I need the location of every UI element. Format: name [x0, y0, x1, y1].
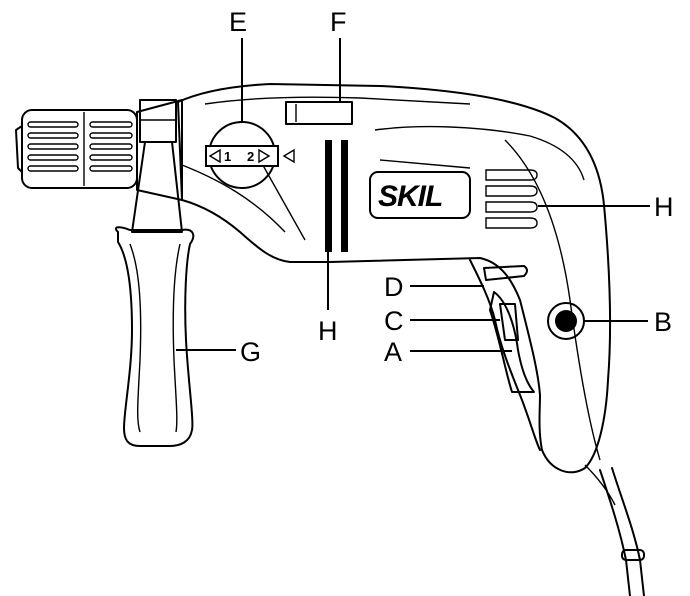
auxiliary-handle: [114, 99, 195, 447]
callout-d: D: [384, 272, 404, 302]
callout-b: B: [654, 307, 672, 337]
callout-g: G: [240, 337, 261, 367]
callout-h-front: H: [318, 316, 338, 346]
callout-a: A: [384, 337, 402, 367]
callout-h-side: H: [654, 192, 674, 222]
top-slot: [285, 101, 353, 125]
dial-mode-1: 1: [224, 149, 231, 164]
keyless-chuck: [15, 109, 138, 189]
dial-arrow-right-icon: [258, 148, 271, 164]
dial-pointer-icon: [282, 148, 295, 164]
gear-selector-dial: 1 2: [205, 121, 295, 189]
brand-plate: SKIL: [369, 171, 471, 219]
ventilation-slots-side: [485, 169, 538, 229]
dial-arrow-left-icon: [208, 148, 221, 164]
dial-mode-2: 2: [247, 149, 254, 164]
power-cord: [599, 467, 645, 596]
callout-e: E: [229, 7, 247, 37]
drill-housing: [136, 83, 616, 506]
brand-logo: SKIL: [378, 180, 442, 213]
ventilation-slots-front: [325, 140, 348, 252]
trigger-assembly: [469, 259, 585, 451]
callout-f: F: [330, 7, 347, 37]
callout-labels: E F H B D C A G H: [229, 7, 674, 367]
callout-c: C: [384, 306, 404, 336]
leader-lines: [176, 38, 650, 352]
